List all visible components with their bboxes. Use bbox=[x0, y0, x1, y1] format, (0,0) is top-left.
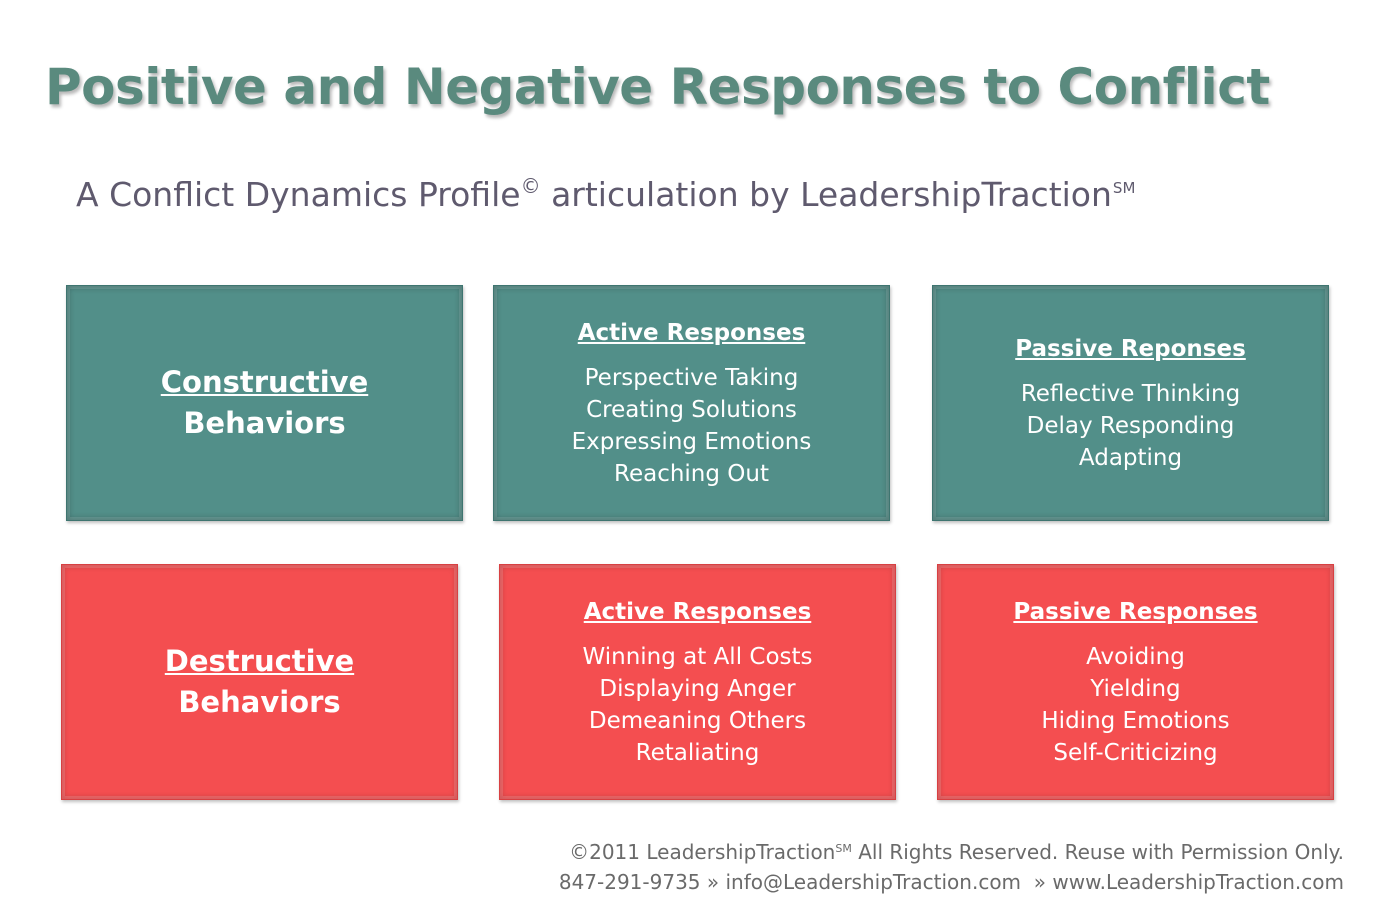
constructive-active-heading: Active Responses bbox=[577, 319, 806, 346]
destructive-passive-box: Passive Responses Avoiding Yielding Hidi… bbox=[937, 564, 1334, 800]
footer-service-mark: SM bbox=[835, 842, 852, 855]
footer-copyright: ©2011 LeadershipTractionSM All Rights Re… bbox=[559, 834, 1344, 867]
subtitle-text-rest: articulation by LeadershipTraction bbox=[540, 175, 1112, 214]
footer-contact: 847-291-9735 » info@LeadershipTraction.c… bbox=[558, 870, 1344, 894]
destructive-active-box: Active Responses Winning at All Costs Di… bbox=[499, 564, 896, 800]
list-item: Adapting bbox=[1078, 444, 1183, 471]
subtitle-text: A Conflict Dynamics Profile bbox=[76, 175, 521, 214]
list-item: Self-Criticizing bbox=[1053, 739, 1218, 766]
destructive-passive-list: Avoiding Yielding Hiding Emotions Self-C… bbox=[1041, 641, 1229, 769]
list-item: Reflective Thinking bbox=[1020, 380, 1241, 407]
list-item: Delay Responding bbox=[1026, 412, 1235, 439]
list-item: Reaching Out bbox=[614, 460, 769, 487]
copyright-mark: © bbox=[520, 174, 541, 198]
constructive-passive-heading: Passive Reponses bbox=[1015, 335, 1246, 362]
destructive-behaviors-box: Destructive Behaviors bbox=[61, 564, 458, 800]
list-item: Avoiding bbox=[1086, 643, 1185, 670]
constructive-behaviors-box: Constructive Behaviors bbox=[66, 285, 463, 521]
destructive-subtitle: Behaviors bbox=[178, 685, 341, 719]
footer-rights-text: All Rights Reserved. Reuse with Permissi… bbox=[851, 840, 1344, 864]
list-item: Expressing Emotions bbox=[571, 428, 812, 455]
page-title: Positive and Negative Responses to Confl… bbox=[45, 58, 1270, 116]
destructive-passive-heading: Passive Responses bbox=[1013, 598, 1258, 625]
footer-copyright-text: ©2011 LeadershipTraction bbox=[569, 840, 836, 864]
constructive-title: Constructive bbox=[160, 365, 369, 399]
destructive-active-list: Winning at All Costs Displaying Anger De… bbox=[582, 641, 812, 769]
list-item: Retaliating bbox=[635, 739, 760, 766]
constructive-passive-list: Reflective Thinking Delay Responding Ada… bbox=[1021, 378, 1240, 474]
service-mark: SM bbox=[1112, 179, 1136, 197]
constructive-passive-box: Passive Reponses Reflective Thinking Del… bbox=[932, 285, 1329, 521]
list-item: Winning at All Costs bbox=[582, 643, 813, 670]
list-item: Perspective Taking bbox=[584, 364, 799, 391]
list-item: Displaying Anger bbox=[599, 675, 796, 702]
list-item: Yielding bbox=[1090, 675, 1181, 702]
footer: ©2011 LeadershipTractionSM All Rights Re… bbox=[559, 834, 1344, 897]
destructive-active-heading: Active Responses bbox=[583, 598, 812, 625]
list-item: Demeaning Others bbox=[588, 707, 807, 734]
constructive-subtitle: Behaviors bbox=[183, 406, 346, 440]
constructive-active-box: Active Responses Perspective Taking Crea… bbox=[493, 285, 890, 521]
destructive-title: Destructive bbox=[164, 644, 355, 678]
list-item: Hiding Emotions bbox=[1041, 707, 1230, 734]
page-subtitle: A Conflict Dynamics Profile© articulatio… bbox=[76, 174, 1135, 214]
constructive-active-list: Perspective Taking Creating Solutions Ex… bbox=[572, 362, 812, 490]
list-item: Creating Solutions bbox=[586, 396, 797, 423]
